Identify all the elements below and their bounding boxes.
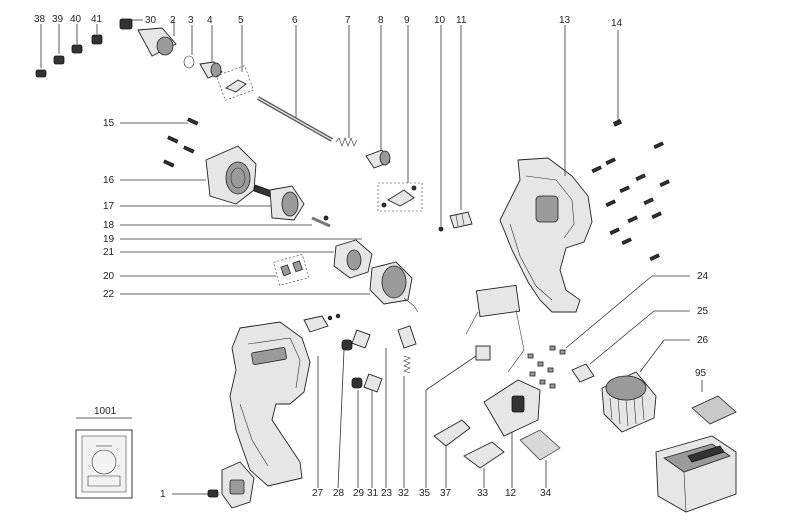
label-1: 1 xyxy=(160,489,166,500)
label-8: 8 xyxy=(378,15,384,26)
part-10-pin xyxy=(438,25,444,232)
part-25-plug xyxy=(571,310,690,383)
part-12-electronics-board xyxy=(465,284,541,488)
part-1-switch xyxy=(172,461,255,509)
part-28-knob xyxy=(337,339,353,489)
label-31: 31 xyxy=(367,488,379,499)
screw-38 xyxy=(35,24,47,78)
battery-pack xyxy=(655,435,737,513)
label-4: 4 xyxy=(207,15,213,26)
part-17-planetary-gear xyxy=(120,184,305,221)
part-24-screws xyxy=(527,275,690,389)
label-2: 2 xyxy=(170,15,176,26)
part-13-housing-half xyxy=(499,25,593,313)
part-6-shaft xyxy=(257,25,333,142)
label-38: 38 xyxy=(34,14,46,25)
part-15-screws xyxy=(120,117,199,168)
part-18-pin xyxy=(120,215,331,228)
label-14: 14 xyxy=(611,18,623,29)
part-21-motor-flange xyxy=(120,239,373,279)
part-30-nut xyxy=(119,18,143,30)
label-23: 23 xyxy=(381,488,393,499)
part-33-holder xyxy=(463,441,505,488)
part-11-contacts xyxy=(449,25,473,229)
label-32: 32 xyxy=(398,488,410,499)
label-35: 35 xyxy=(419,488,431,499)
label-95: 95 xyxy=(695,368,707,379)
label-9: 9 xyxy=(404,15,410,26)
part-7-spring xyxy=(335,25,358,147)
part-16-gear-housing xyxy=(120,145,257,205)
part-31-washer xyxy=(351,329,383,488)
label-33: 33 xyxy=(477,488,489,499)
part-37-bracket xyxy=(433,419,471,488)
label-6: 6 xyxy=(292,15,298,26)
label-17: 17 xyxy=(103,201,115,212)
part-20-carbon-brushes xyxy=(120,254,309,286)
part-34-insulation-pad xyxy=(519,429,561,488)
label-19: 19 xyxy=(103,234,115,245)
part-32-spring xyxy=(403,355,411,488)
part-95-pad xyxy=(691,380,737,425)
label-20: 20 xyxy=(103,271,115,282)
part-22-motor xyxy=(120,261,419,313)
part-9-clip xyxy=(377,25,423,212)
label-15: 15 xyxy=(103,118,115,129)
label-12: 12 xyxy=(505,488,517,499)
label-27: 27 xyxy=(312,488,324,499)
screw-39 xyxy=(53,24,65,65)
label-24: 24 xyxy=(697,271,709,282)
label-29: 29 xyxy=(353,488,365,499)
part-3-o-ring xyxy=(183,25,195,69)
label-37: 37 xyxy=(440,488,452,499)
label-40: 40 xyxy=(70,14,82,25)
part-4-bushing xyxy=(199,25,223,79)
screw-41 xyxy=(91,24,103,45)
label-34: 34 xyxy=(540,488,552,499)
label-25: 25 xyxy=(697,306,709,317)
label-13: 13 xyxy=(559,15,571,26)
part-29-knob xyxy=(351,377,363,488)
part-35-sensor xyxy=(425,345,491,488)
label-28: 28 xyxy=(333,488,345,499)
label-3: 3 xyxy=(188,15,194,26)
label-10: 10 xyxy=(434,15,446,26)
part-5-collet xyxy=(216,25,254,101)
part-27-cover xyxy=(303,313,341,488)
label-5: 5 xyxy=(238,15,244,26)
part-8-sleeve xyxy=(365,25,391,169)
label-18: 18 xyxy=(103,220,115,231)
screw-40 xyxy=(71,24,83,54)
part-14-screws xyxy=(591,30,670,262)
label-22: 22 xyxy=(103,289,115,300)
housing-half-left xyxy=(229,321,311,487)
label-7: 7 xyxy=(345,15,351,26)
part-2-sleeve xyxy=(137,20,177,57)
label-30: 30 xyxy=(145,15,157,26)
label-41: 41 xyxy=(91,14,103,25)
label-21: 21 xyxy=(103,247,115,258)
label-11: 11 xyxy=(456,15,467,26)
part-1001-inset xyxy=(75,417,133,499)
label-1001: 1001 xyxy=(94,406,117,417)
part-23-slide xyxy=(385,325,417,488)
label-39: 39 xyxy=(52,14,64,25)
part-26-filter xyxy=(601,339,690,433)
label-26: 26 xyxy=(697,335,709,346)
label-16: 16 xyxy=(103,175,115,186)
